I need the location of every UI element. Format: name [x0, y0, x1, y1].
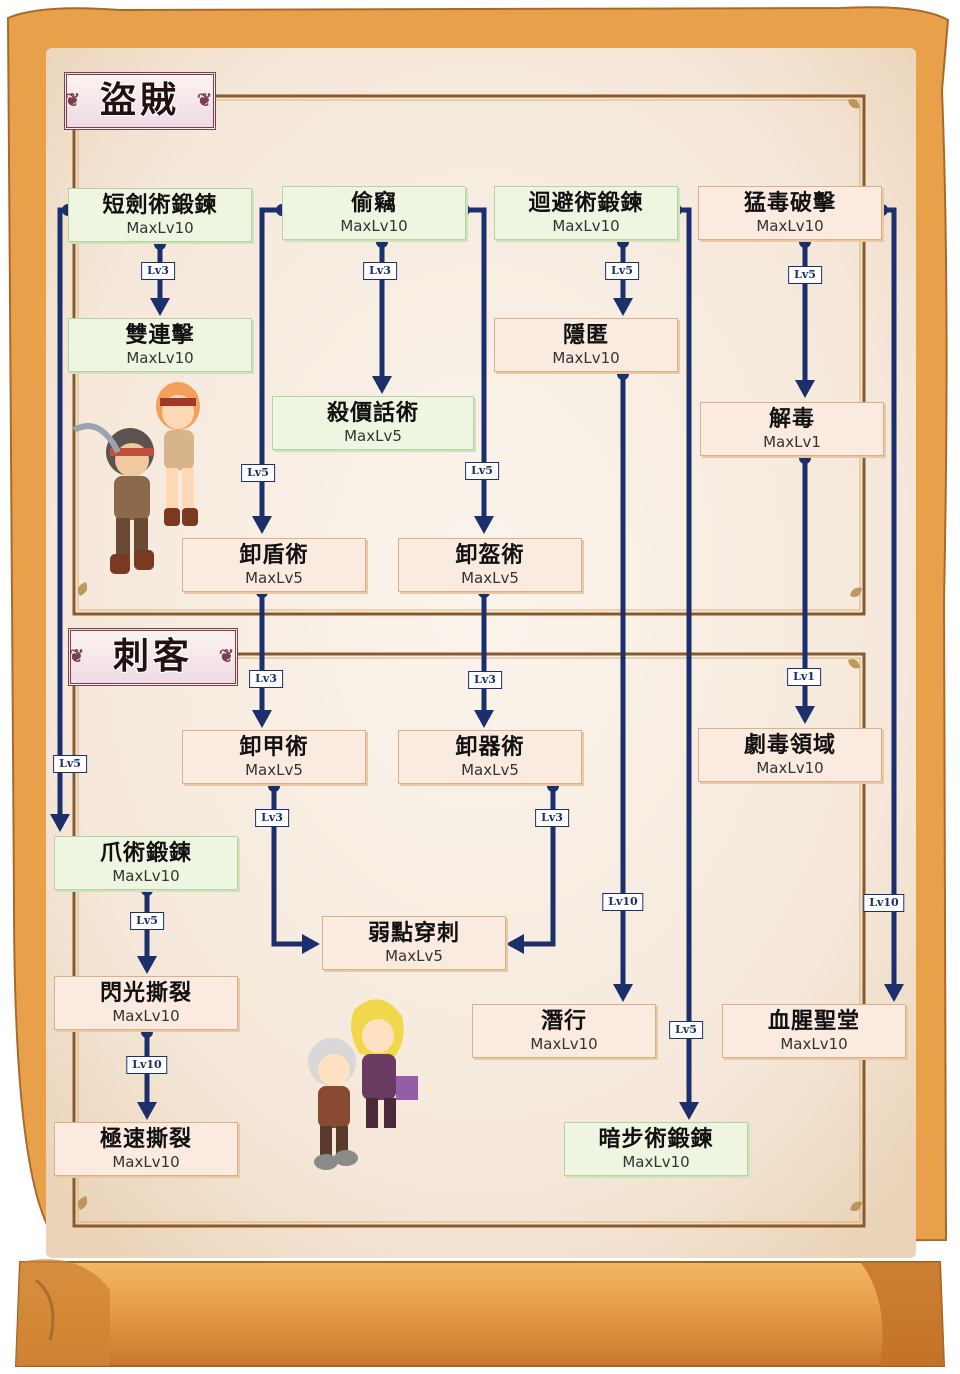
skill-hiding[interactable]: 隱匿 MaxLv10 — [494, 318, 678, 372]
skill-max-level: MaxLv5 — [245, 569, 303, 587]
skill-name: 爪術鍛鍊 — [99, 840, 192, 866]
skill-max-level: MaxLv5 — [461, 569, 519, 587]
skill-max-level: MaxLv10 — [756, 217, 824, 235]
skill-name: 雙連擊 — [125, 322, 195, 348]
skill-max-level: MaxLv10 — [112, 1153, 180, 1171]
thief-characters-illustration — [72, 382, 200, 574]
requirement-label: Lv3 — [363, 262, 397, 280]
assassin-section-title: 刺客 — [112, 635, 193, 677]
skill-max-level: MaxLv10 — [112, 867, 180, 885]
skill-max-level: MaxLv10 — [126, 349, 194, 367]
skill-name: 短劍術鍛鍊 — [102, 192, 218, 218]
skill-name: 卸盔術 — [455, 542, 525, 568]
skill-strip-shield[interactable]: 卸盾術 MaxLv5 — [182, 538, 366, 592]
skill-name: 卸器術 — [455, 734, 525, 760]
skill-name: 閃光撕裂 — [99, 980, 192, 1006]
skill-max-level: MaxLv10 — [340, 217, 408, 235]
ornament-right-icon: ❦ — [219, 646, 239, 667]
skill-name: 殺價話術 — [326, 400, 419, 426]
skill-max-level: MaxLv5 — [385, 947, 443, 965]
requirement-label: Lv5 — [241, 464, 275, 482]
requirement-label: Lv5 — [465, 462, 499, 480]
scroll-rod — [14, 1261, 946, 1367]
requirement-label: Lv5 — [53, 755, 87, 773]
skill-max-level: MaxLv5 — [461, 761, 519, 779]
skill-sonic-blow[interactable]: 閃光撕裂 MaxLv10 — [54, 976, 238, 1030]
requirement-label: Lv1 — [787, 668, 821, 686]
skill-sonic-acceleration[interactable]: 極速撕裂 MaxLv10 — [54, 1122, 238, 1176]
skill-strip-helm[interactable]: 卸盔術 MaxLv5 — [398, 538, 582, 592]
skill-haggle[interactable]: 殺價話術 MaxLv5 — [272, 396, 474, 450]
skill-cloaking[interactable]: 潛行 MaxLv10 — [472, 1004, 656, 1058]
requirement-label: Lv5 — [788, 266, 822, 284]
requirement-label: Lv10 — [602, 893, 644, 911]
skill-max-level: MaxLv10 — [622, 1153, 690, 1171]
skill-name: 偷竊 — [350, 190, 397, 216]
assassin-characters-illustration — [308, 999, 418, 1170]
assassin-section-banner: ❦ 刺客 ❦ — [68, 628, 238, 686]
skill-name: 迴避術鍛鍊 — [528, 190, 644, 216]
skill-name: 暗步術鍛鍊 — [598, 1126, 714, 1152]
connector-arrows — [50, 298, 904, 1120]
skill-name: 劇毒領域 — [743, 732, 836, 758]
skill-strip-armor[interactable]: 卸甲術 MaxLv5 — [182, 730, 366, 784]
skill-max-level: MaxLv10 — [756, 759, 824, 777]
skill-max-level: MaxLv1 — [763, 433, 821, 451]
ornament-right-icon: ❦ — [197, 90, 217, 111]
requirement-label: Lv10 — [126, 1056, 168, 1074]
skill-double-attack[interactable]: 雙連擊 MaxLv10 — [68, 318, 252, 372]
skill-name: 弱點穿刺 — [367, 920, 460, 946]
requirement-label: Lv5 — [605, 262, 639, 280]
skill-name: 極速撕裂 — [99, 1126, 192, 1152]
skill-name: 解毒 — [768, 406, 815, 432]
skill-steal[interactable]: 偷竊 MaxLv10 — [282, 186, 466, 240]
skill-max-level: MaxLv10 — [552, 349, 620, 367]
skill-name: 隱匿 — [562, 322, 609, 348]
skill-name: 猛毒破擊 — [743, 190, 836, 216]
thief-section-title: 盜賊 — [99, 79, 180, 121]
skill-weak-point[interactable]: 弱點穿刺 MaxLv5 — [322, 916, 506, 970]
skill-max-level: MaxLv10 — [552, 217, 620, 235]
requirement-label: Lv3 — [249, 670, 283, 688]
requirement-label: Lv10 — [863, 894, 905, 912]
skill-dagger-mastery[interactable]: 短劍術鍛鍊 MaxLv10 — [68, 188, 252, 242]
requirement-label: Lv3 — [255, 809, 289, 827]
requirement-label: Lv3 — [535, 809, 569, 827]
skill-max-level: MaxLv10 — [112, 1007, 180, 1025]
skill-max-level: MaxLv5 — [245, 761, 303, 779]
skill-name: 潛行 — [540, 1008, 587, 1034]
skill-max-level: MaxLv5 — [344, 427, 402, 445]
requirement-label: Lv5 — [669, 1021, 703, 1039]
skill-name: 血腥聖堂 — [767, 1008, 860, 1034]
thief-section-banner: ❦ 盜賊 ❦ — [64, 72, 216, 130]
skill-strip-weapon[interactable]: 卸器術 MaxLv5 — [398, 730, 582, 784]
requirement-label: Lv5 — [130, 912, 164, 930]
skill-max-level: MaxLv10 — [530, 1035, 598, 1053]
skill-improve-dodge[interactable]: 迴避術鍛鍊 MaxLv10 — [494, 186, 678, 240]
requirement-label: Lv3 — [141, 262, 175, 280]
skill-blood-sanctuary[interactable]: 血腥聖堂 MaxLv10 — [722, 1004, 906, 1058]
skill-envenom[interactable]: 猛毒破擊 MaxLv10 — [698, 186, 882, 240]
skill-poison-area[interactable]: 劇毒領域 MaxLv10 — [698, 728, 882, 782]
requirement-label: Lv3 — [468, 671, 502, 689]
skill-katar-mastery[interactable]: 爪術鍛鍊 MaxLv10 — [54, 836, 238, 890]
assassin-frame — [72, 652, 866, 1228]
skill-name: 卸甲術 — [239, 734, 309, 760]
skill-dark-step[interactable]: 暗步術鍛鍊 MaxLv10 — [564, 1122, 748, 1176]
skill-name: 卸盾術 — [239, 542, 309, 568]
skill-detoxify[interactable]: 解毒 MaxLv1 — [700, 402, 884, 456]
ornament-left-icon: ❦ — [69, 646, 89, 667]
ornament-left-icon: ❦ — [65, 90, 85, 111]
skill-max-level: MaxLv10 — [780, 1035, 848, 1053]
skill-max-level: MaxLv10 — [126, 219, 194, 237]
